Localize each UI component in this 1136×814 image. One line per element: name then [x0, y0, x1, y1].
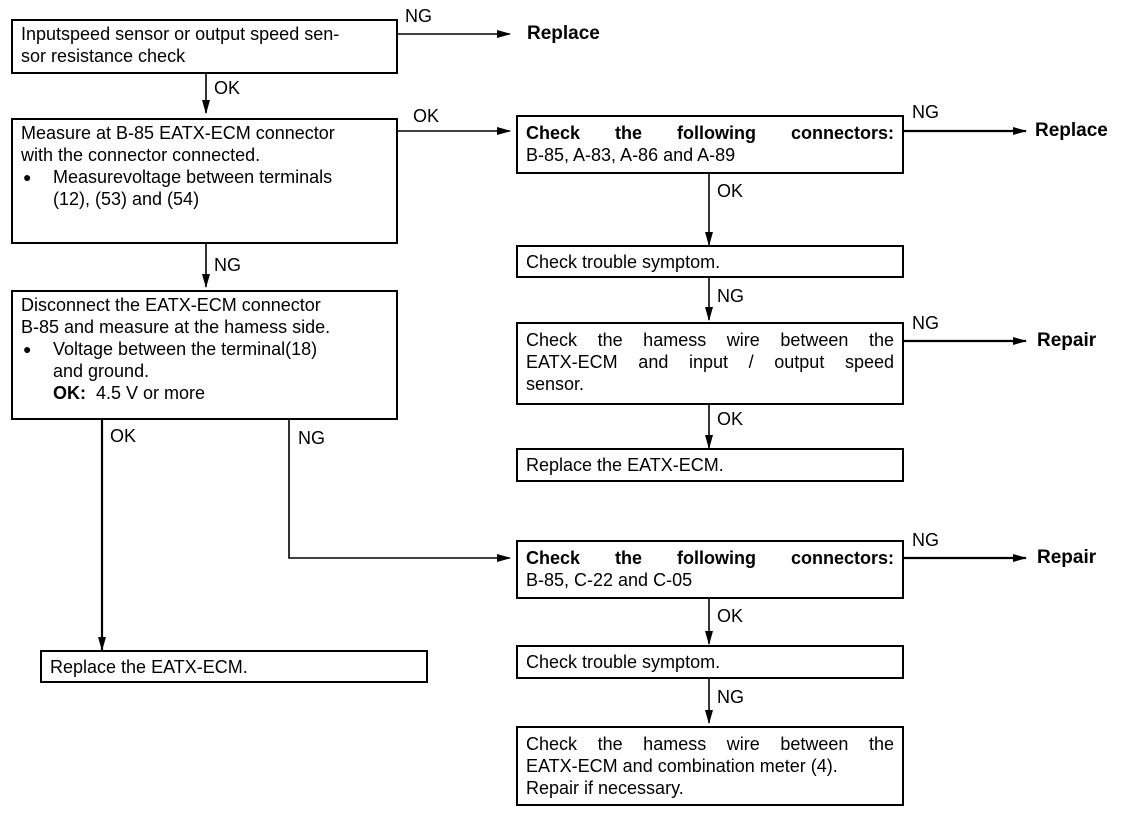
box-text: B-85, C-22 and C-05: [526, 570, 693, 590]
box-text: EATX-ECM and combination meter (4).: [526, 756, 838, 776]
branch-label-ng: NG: [717, 687, 744, 707]
branch-label-ok: OK: [717, 606, 744, 626]
box-disconnect-measure: Disconnect the EATX-ECM connector B-85 a…: [11, 290, 398, 420]
arrow-b3-r5: [288, 420, 511, 562]
box-text: Check the hamess wire between the: [526, 330, 894, 350]
box-text: Check trouble symptom.: [526, 652, 721, 672]
branch-label-ok: OK: [110, 426, 137, 446]
box-text: Check the following connectors:: [526, 548, 894, 568]
ok-label: OK:: [53, 383, 86, 403]
box-check-connectors-2: Check the following connectors: B-85, C-…: [516, 540, 904, 599]
box-text: with the connector connected.: [21, 145, 261, 165]
branch-label-ok: OK: [717, 409, 744, 429]
box-text: B-85 and measure at the hamess side.: [21, 317, 331, 337]
box-text: sor resistance check: [21, 46, 186, 66]
box-text: B-85, A-83, A-86 and A-89: [526, 145, 736, 165]
box-text: Measure at B-85 EATX-ECM connector: [21, 123, 335, 143]
box-check-harness-sensor: Check the hamess wire between the EATX-E…: [516, 322, 904, 405]
box-check-connectors-1: Check the following connectors: B-85, A-…: [516, 115, 904, 174]
branch-label-ng: NG: [214, 255, 241, 275]
box-text: (12), (53) and (54): [53, 189, 200, 209]
box-check-harness-meter: Check the hamess wire between the EATX-E…: [516, 726, 904, 806]
branch-label-ok: OK: [214, 78, 241, 98]
ok-value: 4.5 V or more: [96, 383, 206, 403]
box-text: Check the hamess wire between the: [526, 734, 894, 754]
box-replace-ecm-right: Replace the EATX-ECM.: [516, 448, 904, 482]
branch-label-ng: NG: [717, 286, 744, 306]
box-text: Replace the EATX-ECM.: [526, 455, 724, 475]
branch-label-ng: NG: [298, 428, 325, 448]
box-bullet-text: Measurevoltage between terminals: [21, 166, 388, 188]
box-text: Check the following connectors:: [526, 123, 894, 143]
box-bullet-text: Voltage between the terminal(18): [21, 338, 388, 360]
box-text: Inputspeed sensor or output speed sen-: [21, 24, 340, 44]
box-check-trouble-2: Check trouble symptom.: [516, 645, 904, 679]
branch-label-ok: OK: [717, 181, 744, 201]
box-text: EATX-ECM and input / output speed: [526, 352, 894, 372]
box-replace-ecm-left: Replace the EATX-ECM.: [40, 650, 428, 683]
box-ok-criterion: OK: 4.5 V or more: [21, 382, 388, 404]
branch-label-ng: NG: [912, 102, 939, 122]
branch-label-ng: NG: [405, 6, 432, 26]
box-text: Check trouble symptom.: [526, 252, 721, 272]
box-text: Disconnect the EATX-ECM connector: [21, 295, 321, 315]
box-text: sensor.: [526, 374, 585, 394]
outcome-replace: Replace: [527, 23, 600, 44]
branch-label-ng: NG: [912, 313, 939, 333]
outcome-repair: Repair: [1037, 330, 1097, 351]
box-measure-b85: Measure at B-85 EATX-ECM connector with …: [11, 118, 398, 244]
box-sensor-resistance-check: Inputspeed sensor or output speed sen- s…: [11, 19, 398, 74]
branch-label-ng: NG: [912, 530, 939, 550]
outcome-repair: Repair: [1037, 547, 1097, 568]
box-text: Repair if necessary.: [526, 778, 684, 798]
branch-label-ok: OK: [413, 106, 440, 126]
box-text: Replace the EATX-ECM.: [50, 657, 248, 677]
outcome-replace: Replace: [1035, 120, 1108, 141]
box-check-trouble-1: Check trouble symptom.: [516, 245, 904, 278]
box-text: and ground.: [53, 361, 150, 381]
